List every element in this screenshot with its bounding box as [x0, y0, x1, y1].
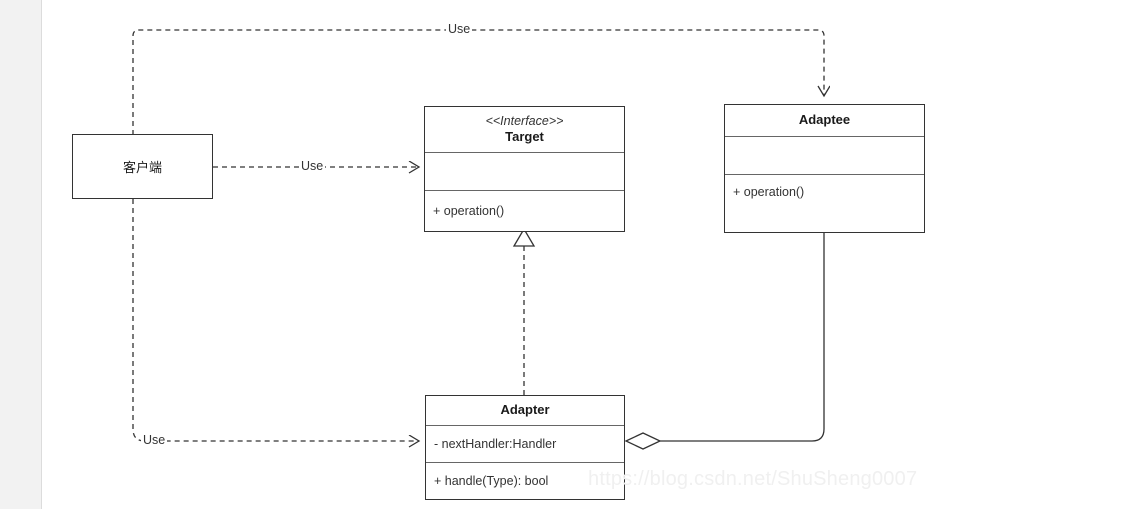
- class-name-client: 客户端: [122, 160, 162, 175]
- relation-client-uses-adapter: [132, 199, 419, 441]
- class-name-adapter: Adapter: [500, 402, 550, 418]
- class-operations-adaptee: + operation(): [725, 175, 924, 232]
- class-box-target[interactable]: <<Interface>> Target + operation(): [424, 106, 625, 232]
- class-separator-adaptee-2: [725, 174, 924, 176]
- class-header-adapter: Adapter: [426, 396, 624, 425]
- class-operation-target-0: + operation(): [433, 204, 505, 219]
- edge-label-client-uses-adaptee: Use: [446, 22, 473, 36]
- class-separator-adapter-1: [426, 425, 624, 427]
- class-box-client[interactable]: 客户端: [72, 134, 213, 199]
- relation-client-uses-adaptee: [132, 29, 824, 198]
- class-separator-target-1: [425, 152, 624, 154]
- class-attributes-adaptee: [725, 137, 924, 174]
- class-header-target: <<Interface>> Target: [425, 107, 624, 152]
- class-stereotype-target: <<Interface>>: [485, 113, 564, 128]
- class-header-adaptee: Adaptee: [725, 105, 924, 136]
- class-box-adapter[interactable]: Adapter - nextHandler:Handler + handle(T…: [425, 395, 625, 500]
- edge-label-client-uses-adapter: Use: [141, 433, 168, 447]
- relation-adapter-aggregates-adaptee: [624, 233, 825, 450]
- class-name-adaptee: Adaptee: [798, 112, 851, 128]
- class-operation-adapter-0: + handle(Type): bool: [434, 474, 549, 489]
- edge-label-client-uses-target: Use: [299, 159, 326, 173]
- class-operations-adapter: + handle(Type): bool: [426, 463, 624, 499]
- class-separator-adapter-2: [426, 462, 624, 464]
- watermark-text: https://blog.csdn.net/ShuSheng0007: [588, 468, 918, 490]
- class-name-target: Target: [505, 129, 544, 145]
- class-attributes-adapter: - nextHandler:Handler: [426, 426, 624, 462]
- relation-adapter-implements-target: [512, 227, 536, 395]
- class-operation-adaptee-0: + operation(): [733, 185, 805, 200]
- gutter-divider: [41, 0, 42, 509]
- class-separator-adaptee-1: [725, 136, 924, 138]
- class-box-adaptee[interactable]: Adaptee + operation(): [724, 104, 925, 233]
- class-operations-target: + operation(): [425, 191, 624, 231]
- left-gutter: [0, 0, 41, 509]
- class-separator-target-2: [425, 190, 624, 192]
- class-attribute-adapter-0: - nextHandler:Handler: [434, 437, 557, 452]
- class-attributes-target: [425, 153, 624, 190]
